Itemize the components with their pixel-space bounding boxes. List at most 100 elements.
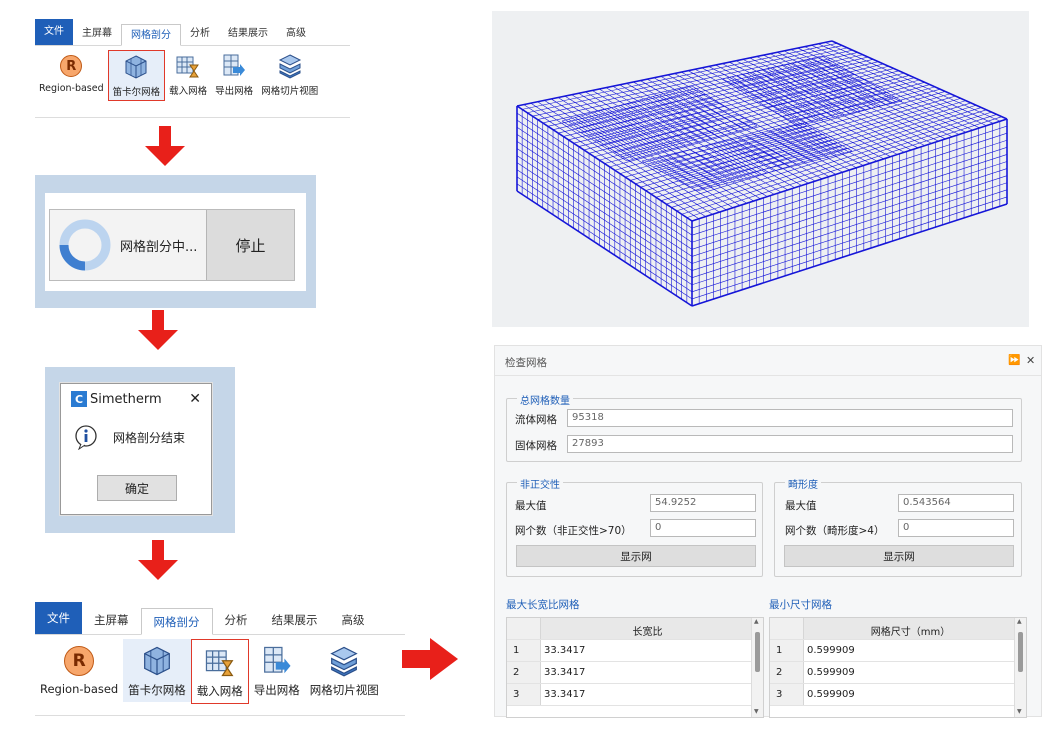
fluid-mesh-field[interactable]: 95318: [567, 409, 1013, 427]
tool-label: 导出网格: [253, 683, 300, 697]
tool-label: Region-based: [40, 682, 119, 696]
nonortho-show-button[interactable]: 显示网: [516, 545, 756, 567]
tab-meshing[interactable]: 网格剖分: [140, 608, 213, 635]
group-title: 非正交性: [517, 476, 563, 491]
progress-label: 网格剖分中...: [120, 239, 198, 255]
dialog-titlebar: C Simetherm ✕: [61, 384, 211, 414]
check-mesh-panel: 检查网格 ⏩ ✕ 总网格数量 流体网格 95318 固体网格 27893 非正交…: [494, 345, 1042, 718]
skew-max-label: 最大值: [785, 500, 817, 512]
ribbon-bottom: 文件 主屏幕 网格剖分 分析 结果展示 高级 R Region-based 笛卡…: [35, 602, 405, 716]
tab-file[interactable]: 文件: [35, 19, 73, 45]
info-icon: [75, 425, 97, 450]
load-mesh-icon: [202, 644, 238, 680]
export-mesh-button[interactable]: 导出网格: [249, 639, 305, 702]
cube-mesh-icon: [139, 643, 175, 679]
skew-count-field[interactable]: 0: [898, 519, 1014, 537]
table-header: 网格尺寸（mm）: [770, 618, 1026, 640]
tool-label: 导出网格: [215, 86, 254, 97]
close-icon[interactable]: ✕: [1026, 354, 1036, 367]
pin-icon[interactable]: ⏩: [1008, 355, 1021, 366]
mesh-3d-view[interactable]: [492, 11, 1029, 327]
close-icon[interactable]: ✕: [189, 391, 201, 407]
export-mesh-icon: [220, 52, 248, 80]
export-mesh-button[interactable]: 导出网格: [211, 50, 257, 99]
load-mesh-icon: [174, 52, 202, 80]
group-title: 总网格数量: [517, 392, 573, 407]
tool-label: 载入网格: [169, 86, 208, 97]
tab-results[interactable]: 结果展示: [271, 613, 318, 627]
mesh-slice-view-button[interactable]: 网格切片视图: [305, 639, 384, 702]
skew-max-field[interactable]: 0.543564: [898, 494, 1014, 512]
skew-show-button[interactable]: 显示网: [784, 545, 1014, 567]
mesh-wireframe: [516, 40, 1008, 307]
stop-button[interactable]: 停止: [206, 210, 294, 280]
total-mesh-group: 总网格数量: [506, 392, 1022, 462]
cartesian-mesh-button[interactable]: 笛卡尔网格: [123, 639, 191, 702]
tab-home[interactable]: 主屏幕: [94, 613, 129, 627]
ribbon-tools: R Region-based 笛卡尔网格 载入网格 导出网格 网格切片视图: [35, 46, 350, 101]
skew-count-label: 网个数（畸形度>4）: [785, 525, 885, 537]
ribbon-top: 文件 主屏幕 网格剖分 分析 结果展示 高级 R Region-based 笛卡…: [35, 19, 350, 118]
ribbon-tabs: 文件 主屏幕 网格剖分 分析 结果展示 高级: [35, 602, 405, 635]
completion-dialog: C Simetherm ✕ 网格剖分结束 确定: [60, 383, 212, 515]
skewness-group: 畸形度: [774, 476, 1022, 577]
tab-analysis[interactable]: 分析: [224, 613, 248, 627]
export-mesh-icon: [259, 643, 295, 679]
nonortho-count-field[interactable]: 0: [650, 519, 756, 537]
mesh-slice-view-button[interactable]: 网格切片视图: [257, 50, 322, 99]
region-r-icon: R: [60, 55, 83, 77]
cube-mesh-icon: [122, 53, 150, 81]
slice-view-icon: [276, 52, 304, 80]
arrow-down-icon: [138, 540, 178, 580]
region-based-button[interactable]: R Region-based: [35, 50, 108, 96]
ribbon-tabs: 文件 主屏幕 网格剖分 分析 结果展示 高级: [35, 19, 350, 46]
fluid-mesh-label: 流体网格: [515, 414, 557, 426]
tool-label: 笛卡尔网格: [112, 87, 161, 98]
region-based-button[interactable]: R Region-based: [35, 639, 123, 700]
tool-label: 笛卡尔网格: [128, 683, 186, 697]
load-mesh-button[interactable]: 载入网格: [190, 639, 249, 704]
load-mesh-button[interactable]: 载入网格: [165, 50, 211, 99]
tool-label: Region-based: [39, 83, 104, 94]
vertical-scrollbar[interactable]: ▲▼: [751, 618, 763, 717]
slice-view-icon: [326, 643, 362, 679]
nonorthogonality-group: 非正交性: [506, 476, 763, 577]
tab-home[interactable]: 主屏幕: [82, 28, 112, 39]
ok-button[interactable]: 确定: [97, 475, 177, 501]
arrow-down-icon: [145, 126, 185, 166]
region-r-icon: R: [64, 646, 95, 676]
progress-box: 网格剖分中... 停止: [49, 209, 295, 281]
simetherm-logo-icon: C: [71, 391, 87, 407]
ribbon-tools: R Region-based 笛卡尔网格 载入网格 导出网格 网格切片视图: [35, 635, 405, 704]
arrow-down-icon: [138, 310, 178, 350]
solid-mesh-label: 固体网格: [515, 440, 557, 452]
tool-label: 载入网格: [196, 684, 243, 698]
solid-mesh-field[interactable]: 27893: [567, 435, 1013, 453]
size-section-title: 最小尺寸网格: [769, 599, 832, 611]
tool-label: 网格切片视图: [261, 86, 319, 97]
tab-advanced[interactable]: 高级: [286, 28, 306, 39]
cartesian-mesh-button[interactable]: 笛卡尔网格: [107, 50, 166, 101]
arrow-right-icon: [402, 638, 458, 680]
nonortho-max-label: 最大值: [515, 500, 547, 512]
nonortho-count-label: 网个数（非正交性>70）: [515, 525, 632, 537]
group-title: 畸形度: [785, 476, 821, 491]
tab-file[interactable]: 文件: [35, 602, 82, 634]
tab-results[interactable]: 结果展示: [228, 28, 268, 39]
dialog-title: Simetherm: [90, 391, 162, 407]
vertical-scrollbar[interactable]: ▲▼: [1014, 618, 1026, 717]
nonortho-max-field[interactable]: 54.9252: [650, 494, 756, 512]
tab-analysis[interactable]: 分析: [190, 28, 210, 39]
column-header: 网格尺寸（mm）: [870, 627, 951, 638]
progress-panel: 网格剖分中... 停止: [35, 175, 316, 308]
tab-advanced[interactable]: 高级: [341, 613, 365, 627]
tab-meshing[interactable]: 网格剖分: [121, 24, 181, 46]
